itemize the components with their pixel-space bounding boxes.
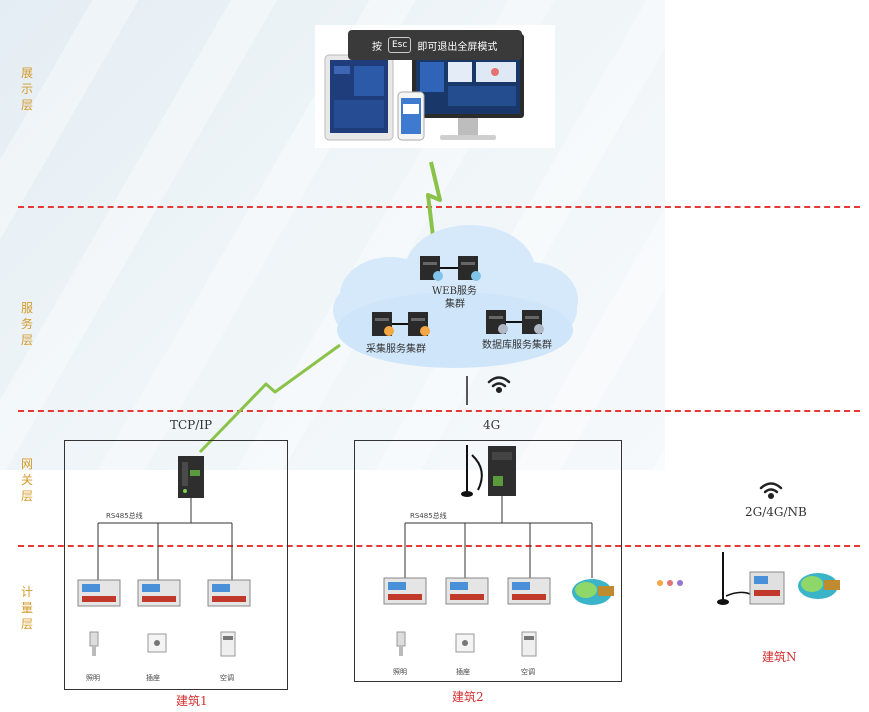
bus-label-b1: RS485总线 [106, 512, 143, 520]
wireless-label: 2G/4G/NB [745, 505, 807, 519]
separator-display-service [18, 206, 860, 208]
separator-gateway-meter [18, 545, 860, 547]
gateway-device-b2 [461, 445, 516, 497]
load-light-b2: 照明 [393, 668, 407, 676]
load-light-b1: 照明 [86, 674, 100, 682]
building-1-label: 建筑1 [176, 694, 208, 708]
load-socket-b1: 插座 [146, 674, 160, 682]
4g-label: 4G [483, 418, 501, 432]
building-n-label: 建筑N [762, 650, 797, 664]
load-ac-b2: 空调 [521, 668, 535, 676]
hint-press-text: 按 [372, 41, 382, 53]
db-server-cluster-icon [486, 310, 544, 334]
wifi-icon-bn [759, 482, 783, 500]
web-cluster-label-2: 集群 [445, 299, 465, 310]
wireless-link-tcp [198, 343, 341, 454]
layer-label-display: 展示层 [20, 66, 33, 112]
hint-exit-text: 即可退出全屏模式 [417, 41, 498, 53]
esc-key-badge: Esc [388, 37, 412, 53]
bus-lines-b1 [97, 498, 233, 580]
layer-label-gateway: 网关层 [20, 457, 33, 503]
wifi-icon-4g [487, 376, 511, 394]
building-2-label: 建筑2 [452, 690, 484, 704]
loads-b2 [396, 631, 537, 657]
web-server-cluster-icon [420, 256, 481, 281]
devices-bn [717, 552, 840, 605]
collect-cluster-label: 采集服务集群 [366, 344, 426, 355]
wireless-link-display [426, 161, 442, 237]
fullscreen-exit-hint: 按 Esc 即可退出全屏模式 [348, 30, 522, 60]
layer-label-meter: 计量层 [20, 585, 33, 631]
water-meter-b2 [572, 579, 614, 605]
meters-b2 [383, 577, 551, 605]
gateway-device-b1 [178, 456, 204, 498]
bus-lines-b2 [404, 496, 593, 578]
db-cluster-label: 数据库服务集群 [482, 340, 552, 351]
collect-server-cluster-icon [372, 312, 430, 336]
layer-label-service: 服务层 [20, 301, 33, 347]
load-ac-b1: 空调 [220, 674, 234, 682]
ellipsis-dots [657, 580, 683, 586]
tcp-ip-label: TCP/IP [170, 418, 213, 432]
meters-b1 [77, 579, 251, 607]
separator-service-gateway [18, 410, 860, 412]
web-cluster-label: WEB服务 [432, 286, 477, 297]
bus-label-b2: RS485总线 [410, 512, 447, 520]
building-2-box [354, 440, 622, 682]
building-1-box [64, 440, 288, 690]
loads-b1 [89, 631, 236, 657]
load-socket-b2: 插座 [456, 668, 470, 676]
